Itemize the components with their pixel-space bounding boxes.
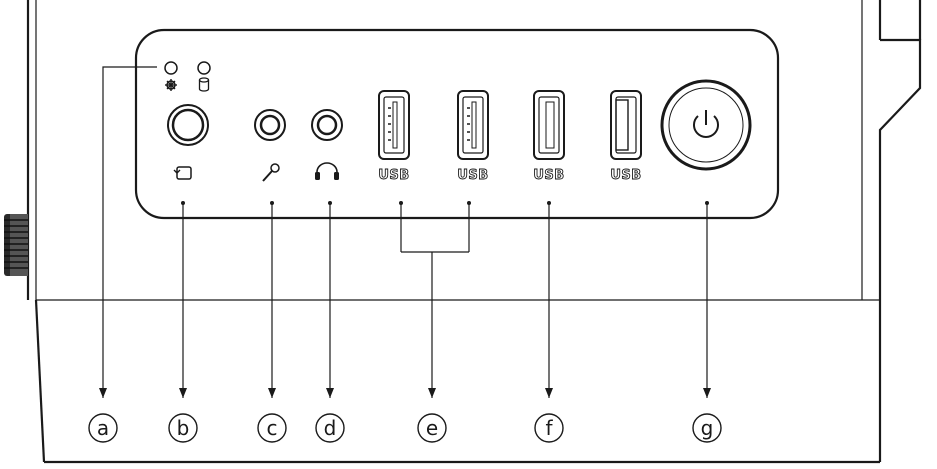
case-outline [26, 0, 922, 464]
usb-label: USB [378, 168, 409, 183]
svg-text:g: g [701, 416, 714, 440]
usb2-port-1[interactable] [533, 90, 565, 160]
callout-c: c [257, 413, 287, 443]
svg-text:d: d [324, 416, 337, 440]
callout-leaders [102, 66, 708, 398]
svg-text:a: a [97, 416, 109, 440]
svg-text:f: f [545, 416, 553, 440]
svg-text:b: b [177, 416, 190, 440]
callout-e: e [417, 413, 447, 443]
callout-g: g [692, 413, 722, 443]
power-icon [693, 110, 719, 138]
callout-b: b [168, 413, 198, 443]
usb-label: USB [457, 168, 488, 183]
callout-a: a [88, 413, 118, 443]
hdd-icon [198, 77, 210, 92]
headphone-jack[interactable] [311, 109, 343, 141]
svg-text:e: e [426, 416, 438, 440]
side-knob [4, 214, 28, 276]
usb3-port-2[interactable] [457, 90, 489, 160]
callout-f: f [534, 413, 564, 443]
svg-text:c: c [267, 416, 278, 440]
reset-icon [173, 166, 192, 180]
callout-arrowheads [99, 388, 711, 398]
callout-d: d [315, 413, 345, 443]
usb-label: USB [610, 168, 641, 183]
hdd-led [197, 61, 211, 92]
callout-dots [181, 201, 709, 205]
headphone-icon [315, 162, 339, 180]
reset-button[interactable] [167, 104, 209, 146]
microphone-icon [262, 163, 280, 182]
usb-label: USB [533, 168, 564, 183]
mic-jack[interactable] [254, 109, 286, 141]
usb3-port-1[interactable] [378, 90, 410, 160]
power-led [164, 61, 178, 91]
usb2-port-2[interactable] [610, 90, 642, 160]
